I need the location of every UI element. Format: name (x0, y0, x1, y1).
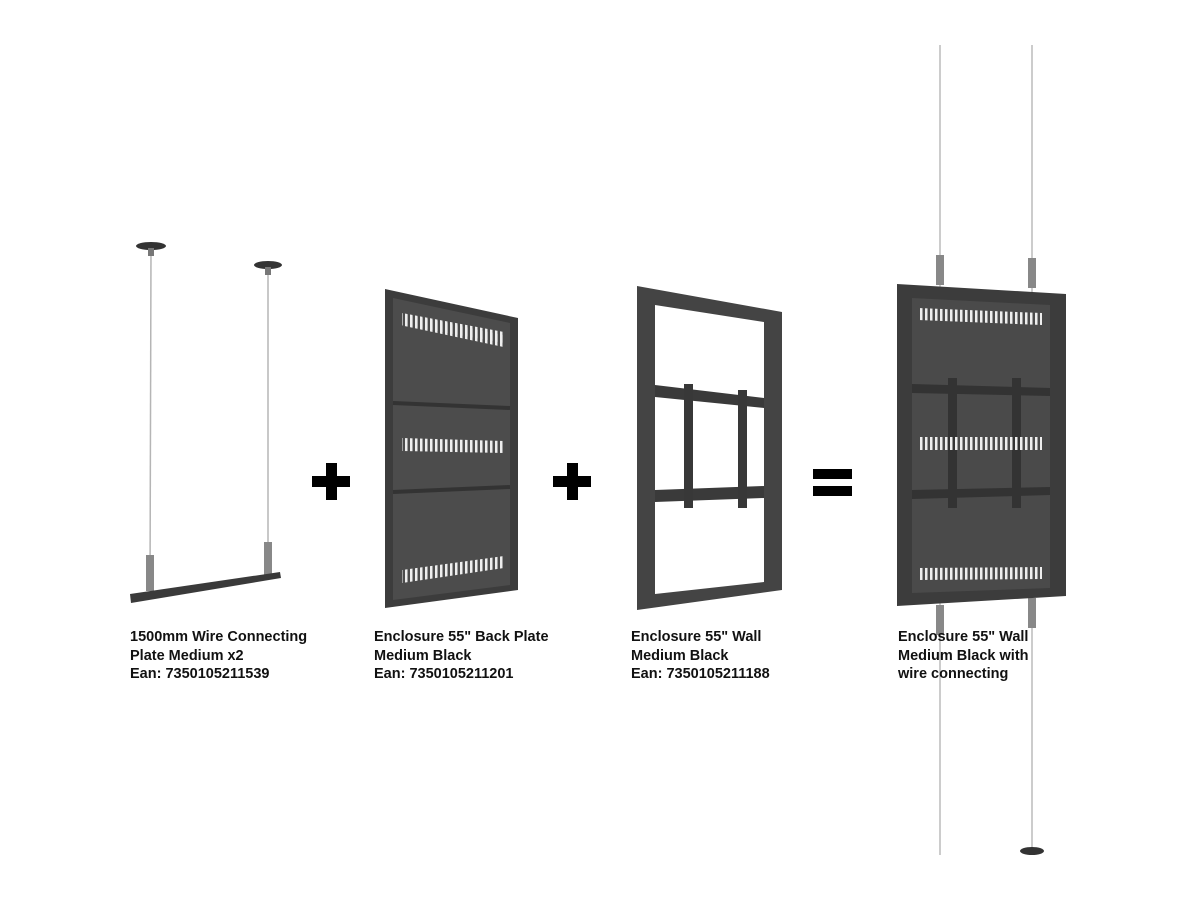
product-ean: Ean: 7350105211188 (631, 666, 770, 682)
equals-icon (813, 469, 852, 496)
product-name-line2: Medium Black (374, 647, 472, 664)
product-name-line1: 1500mm Wire Connecting (130, 629, 308, 645)
product-label-assembled: Enclosure 55" Wall Medium Black with wir… (898, 628, 1029, 684)
product-name-line2: Medium Black with (898, 647, 1029, 664)
product-label-back-plate: Enclosure 55" Back Plate Medium Black Ea… (374, 628, 549, 684)
product-label-wall: Enclosure 55" Wall Medium Black Ean: 735… (631, 628, 770, 684)
product-ean: Ean: 7350105211201 (374, 666, 514, 682)
product-name-line1: Enclosure 55" Wall (898, 629, 1029, 645)
product-label-wire-plate: 1500mm Wire Connecting Plate Medium x2 E… (130, 628, 307, 684)
product-name-line3: wire connecting (898, 666, 1009, 682)
product-name-line2: Plate Medium x2 (130, 647, 244, 664)
product-name-line1: Enclosure 55" Wall (631, 629, 762, 645)
wall-frame-image (637, 286, 782, 610)
plus-icon (312, 463, 350, 500)
product-name-line1: Enclosure 55" Back Plate (374, 629, 549, 645)
product-ean: Ean: 7350105211539 (130, 666, 270, 682)
product-name-line2: Medium Black (631, 647, 729, 664)
wire-connecting-plate-image (130, 242, 282, 603)
plus-icon (553, 463, 591, 500)
vent-slots (402, 308, 1042, 583)
